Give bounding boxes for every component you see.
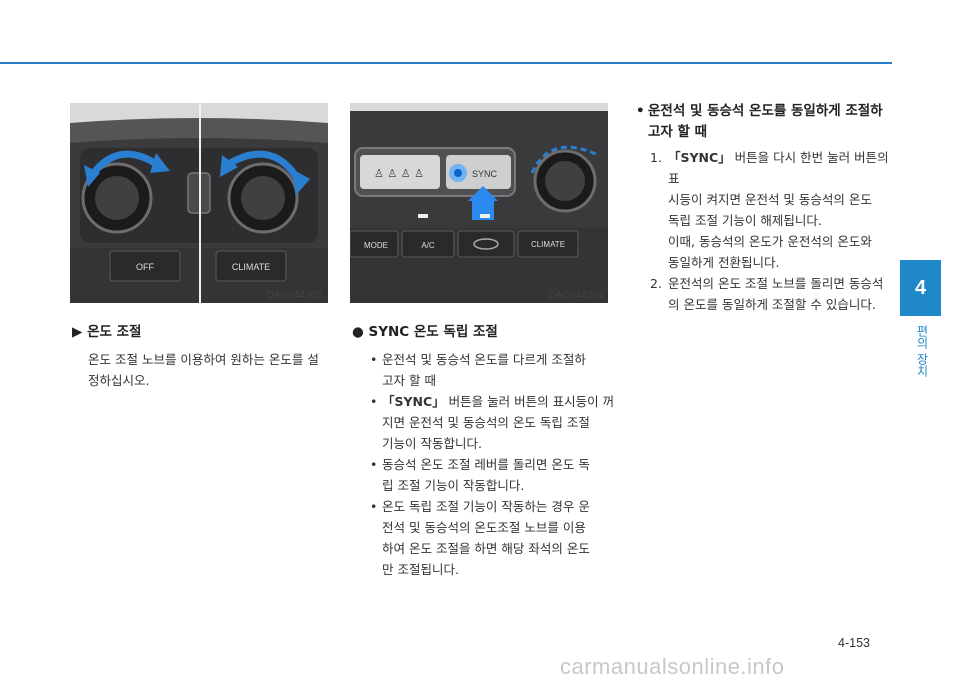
circle-marker-icon: ●: [352, 324, 364, 340]
heading-temperature-control: ▶ 온도 조절: [72, 324, 142, 340]
svg-text:♙ ♙ ♙ ♙: ♙ ♙ ♙ ♙: [374, 167, 424, 180]
triangle-marker-icon: ▶: [72, 324, 83, 340]
sync-image-2: ♙ ♙ ♙ ♙ SYNC MODE A/C CLIMATE: [350, 103, 608, 303]
sync-button-label: SYNC: [472, 169, 498, 179]
col-temperature-control: ▶ 온도 조절 온도 조절 노브를 이용하여 원하는 온도를 설 정하십시오.: [72, 322, 332, 391]
chapter-label: 편의 장치: [915, 325, 929, 377]
watermark: carmanualsonline.info: [560, 654, 785, 679]
list-item: • 「SYNC」 버튼을 눌러 버튼의 표시등이 꺼 지면 운전석 및 동승석의…: [370, 394, 615, 451]
knob-image-1: OFF CLIMATE: [70, 103, 328, 303]
top-rule: [0, 62, 892, 64]
climate-button-label-2: CLIMATE: [531, 240, 565, 249]
climate-button-label: CLIMATE: [232, 262, 270, 272]
mode-button-label: MODE: [364, 241, 388, 250]
image-code-1: OAG044203: [266, 290, 322, 301]
list-item: 1. 「SYNC」 버튼을 다시 한번 눌러 버튼의 표 시등이 켜지면 운전석…: [650, 150, 889, 270]
temperature-text: 온도 조절 노브를 이용하여 원하는 온도를 설 정하십시오.: [88, 352, 319, 388]
heading-sync-independent: ● SYNC 온도 독립 조절: [352, 324, 498, 340]
image-code-2: OAG044204: [548, 290, 604, 301]
ac-button-label: A/C: [421, 241, 435, 250]
chapter-tab[interactable]: 4: [900, 260, 941, 316]
page-number: 4-153: [838, 636, 870, 650]
off-button-label: OFF: [136, 262, 154, 272]
